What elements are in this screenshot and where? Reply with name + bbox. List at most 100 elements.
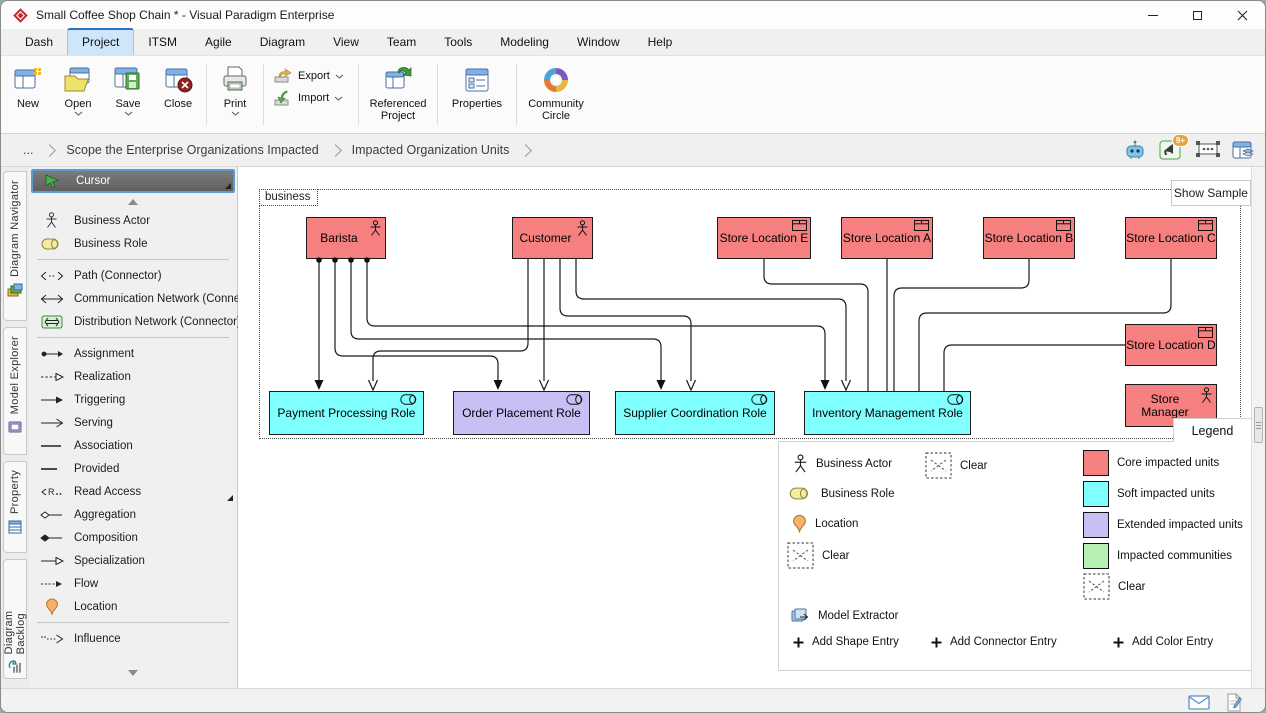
properties-button[interactable]: Properties: [441, 60, 513, 129]
tab-property[interactable]: Property: [2, 461, 27, 553]
node-customer[interactable]: Customer: [511, 217, 593, 259]
palette-item-cursor[interactable]: Cursor: [30, 169, 235, 193]
menu-dash[interactable]: Dash: [25, 35, 54, 49]
tab-diagram-navigator[interactable]: Diagram Navigator: [2, 171, 27, 321]
export-dropdown-icon[interactable]: [335, 74, 344, 79]
palette-item-triggering[interactable]: Triggering: [31, 388, 235, 411]
palette-item-distribution-network[interactable]: Distribution Network (Connector): [31, 310, 241, 333]
canvas-vertical-scrollbar[interactable]: [1251, 167, 1265, 688]
node-store-location-e[interactable]: Store Location E: [716, 217, 811, 259]
menu-itsm[interactable]: ITSM: [148, 35, 178, 49]
fit-selection-button[interactable]: [1195, 139, 1220, 161]
breadcrumb-current-item[interactable]: Impacted Organization Units: [351, 143, 510, 157]
menu-view[interactable]: View: [333, 35, 359, 49]
import-button[interactable]: Import: [267, 90, 355, 106]
breadcrumb-ellipsis[interactable]: ...: [23, 143, 34, 157]
palette-item-composition[interactable]: Composition: [31, 526, 235, 549]
legend-location[interactable]: Location: [792, 514, 858, 534]
diagram-canvas[interactable]: business: [237, 167, 1252, 688]
menu-tools[interactable]: Tools: [444, 35, 473, 49]
palette-item-flow[interactable]: Flow: [31, 572, 235, 595]
menu-window[interactable]: Window: [576, 35, 620, 49]
legend-color-clear[interactable]: Clear: [1083, 573, 1145, 600]
maximize-button[interactable]: [1175, 1, 1220, 29]
scrollbar-thumb[interactable]: [1254, 407, 1264, 443]
toolbar-separator: [206, 64, 207, 125]
edit-document-icon[interactable]: [1226, 693, 1243, 712]
assistant-bot-button[interactable]: [1123, 139, 1147, 161]
menu-team[interactable]: Team: [386, 35, 417, 49]
node-store-location-a[interactable]: Store Location A: [840, 217, 933, 259]
tab-diagram-backlog[interactable]: Diagram Backlog: [2, 559, 27, 679]
add-shape-entry-button[interactable]: Add Shape Entry: [793, 636, 899, 648]
palette-item-communication-network[interactable]: Communication Network (Connector): [31, 287, 263, 310]
add-connector-entry-button[interactable]: Add Connector Entry: [931, 636, 1057, 648]
open-button[interactable]: Open: [53, 60, 103, 129]
save-button[interactable]: Save: [103, 60, 153, 129]
node-supplier-coordination-role[interactable]: Supplier Coordination Role: [614, 391, 775, 435]
business-grouping[interactable]: business: [258, 189, 1241, 439]
legend-title-tab[interactable]: Legend: [1172, 418, 1252, 442]
add-color-entry-button[interactable]: Add Color Entry: [1113, 636, 1213, 648]
node-payment-processing-role[interactable]: Payment Processing Role: [268, 391, 424, 435]
show-sample-button[interactable]: Show Sample: [1170, 180, 1251, 206]
tab-model-explorer[interactable]: Model Explorer: [2, 327, 27, 455]
palette-item-location[interactable]: Location: [31, 595, 235, 618]
palette-item-assignment[interactable]: Assignment: [31, 342, 235, 365]
open-dropdown-icon[interactable]: [74, 111, 83, 116]
legend-extended-impacted[interactable]: Extended impacted units: [1082, 512, 1243, 538]
palette-separator: [36, 622, 229, 623]
legend-shape-clear[interactable]: Clear: [925, 452, 987, 479]
organization-unit-icon: [791, 220, 807, 231]
palette-item-aggregation[interactable]: Aggregation: [31, 503, 235, 526]
new-button[interactable]: New: [3, 60, 53, 129]
palette-item-realization[interactable]: Realization: [31, 365, 235, 388]
legend-business-role[interactable]: Business Role: [789, 486, 894, 501]
legend-impacted-communities[interactable]: Impacted communities: [1082, 543, 1232, 569]
legend-model-extractor[interactable]: Model Extractor: [791, 608, 898, 623]
announcements-button[interactable]: 9+: [1159, 134, 1189, 161]
palette-item-influence[interactable]: Influence: [31, 627, 235, 650]
community-circle-button[interactable]: Community Circle: [520, 60, 592, 129]
palette-item-read-access[interactable]: R Read Access: [31, 480, 235, 503]
open-project-icon: [64, 67, 90, 92]
print-button[interactable]: Print: [210, 60, 260, 129]
palette-item-path-connector[interactable]: Path (Connector): [31, 264, 235, 287]
node-inventory-management-role[interactable]: Inventory Management Role: [803, 391, 971, 435]
palette-scroll-up[interactable]: [31, 195, 235, 209]
palette-item-provided[interactable]: Provided: [31, 457, 235, 480]
close-button[interactable]: [1220, 1, 1265, 29]
node-order-placement-role[interactable]: Order Placement Role: [452, 391, 590, 435]
print-dropdown-icon[interactable]: [231, 111, 240, 116]
legend-core-impacted[interactable]: Core impacted units: [1082, 450, 1219, 476]
message-envelope-icon[interactable]: [1188, 694, 1210, 710]
node-store-location-b[interactable]: Store Location B: [982, 217, 1075, 259]
save-dropdown-icon[interactable]: [124, 111, 133, 116]
palette-scroll-down[interactable]: [31, 666, 235, 680]
palette-item-association[interactable]: Association: [31, 434, 235, 457]
layers-panel-button[interactable]: [1231, 139, 1255, 161]
business-actor-icon: [370, 220, 381, 236]
chevron-right-icon: [328, 143, 342, 157]
close-project-button[interactable]: Close: [153, 60, 203, 129]
import-dropdown-icon[interactable]: [334, 96, 343, 101]
node-store-location-c[interactable]: Store Location C: [1124, 217, 1217, 259]
legend-business-actor[interactable]: Business Actor: [793, 454, 892, 474]
node-barista[interactable]: Barista: [305, 217, 386, 259]
menu-project[interactable]: Project: [67, 28, 135, 55]
menu-modeling[interactable]: Modeling: [500, 35, 549, 49]
referenced-project-button[interactable]: Referenced Project: [362, 60, 434, 129]
menu-help[interactable]: Help: [647, 35, 673, 49]
palette-item-serving[interactable]: Serving: [31, 411, 235, 434]
palette-item-specialization[interactable]: Specialization: [31, 549, 235, 572]
legend-soft-impacted[interactable]: Soft impacted units: [1082, 481, 1215, 507]
palette-item-business-actor[interactable]: Business Actor: [31, 209, 235, 232]
menu-diagram[interactable]: Diagram: [259, 35, 306, 49]
node-store-location-d[interactable]: Store Location D: [1124, 324, 1217, 366]
minimize-button[interactable]: [1130, 1, 1175, 29]
breadcrumb-scope-item[interactable]: Scope the Enterprise Organizations Impac…: [66, 143, 319, 157]
palette-item-business-role[interactable]: Business Role: [31, 232, 235, 255]
menu-agile[interactable]: Agile: [205, 35, 232, 49]
export-button[interactable]: Export: [267, 68, 355, 84]
legend-shape-clear-2[interactable]: Clear: [787, 542, 849, 569]
